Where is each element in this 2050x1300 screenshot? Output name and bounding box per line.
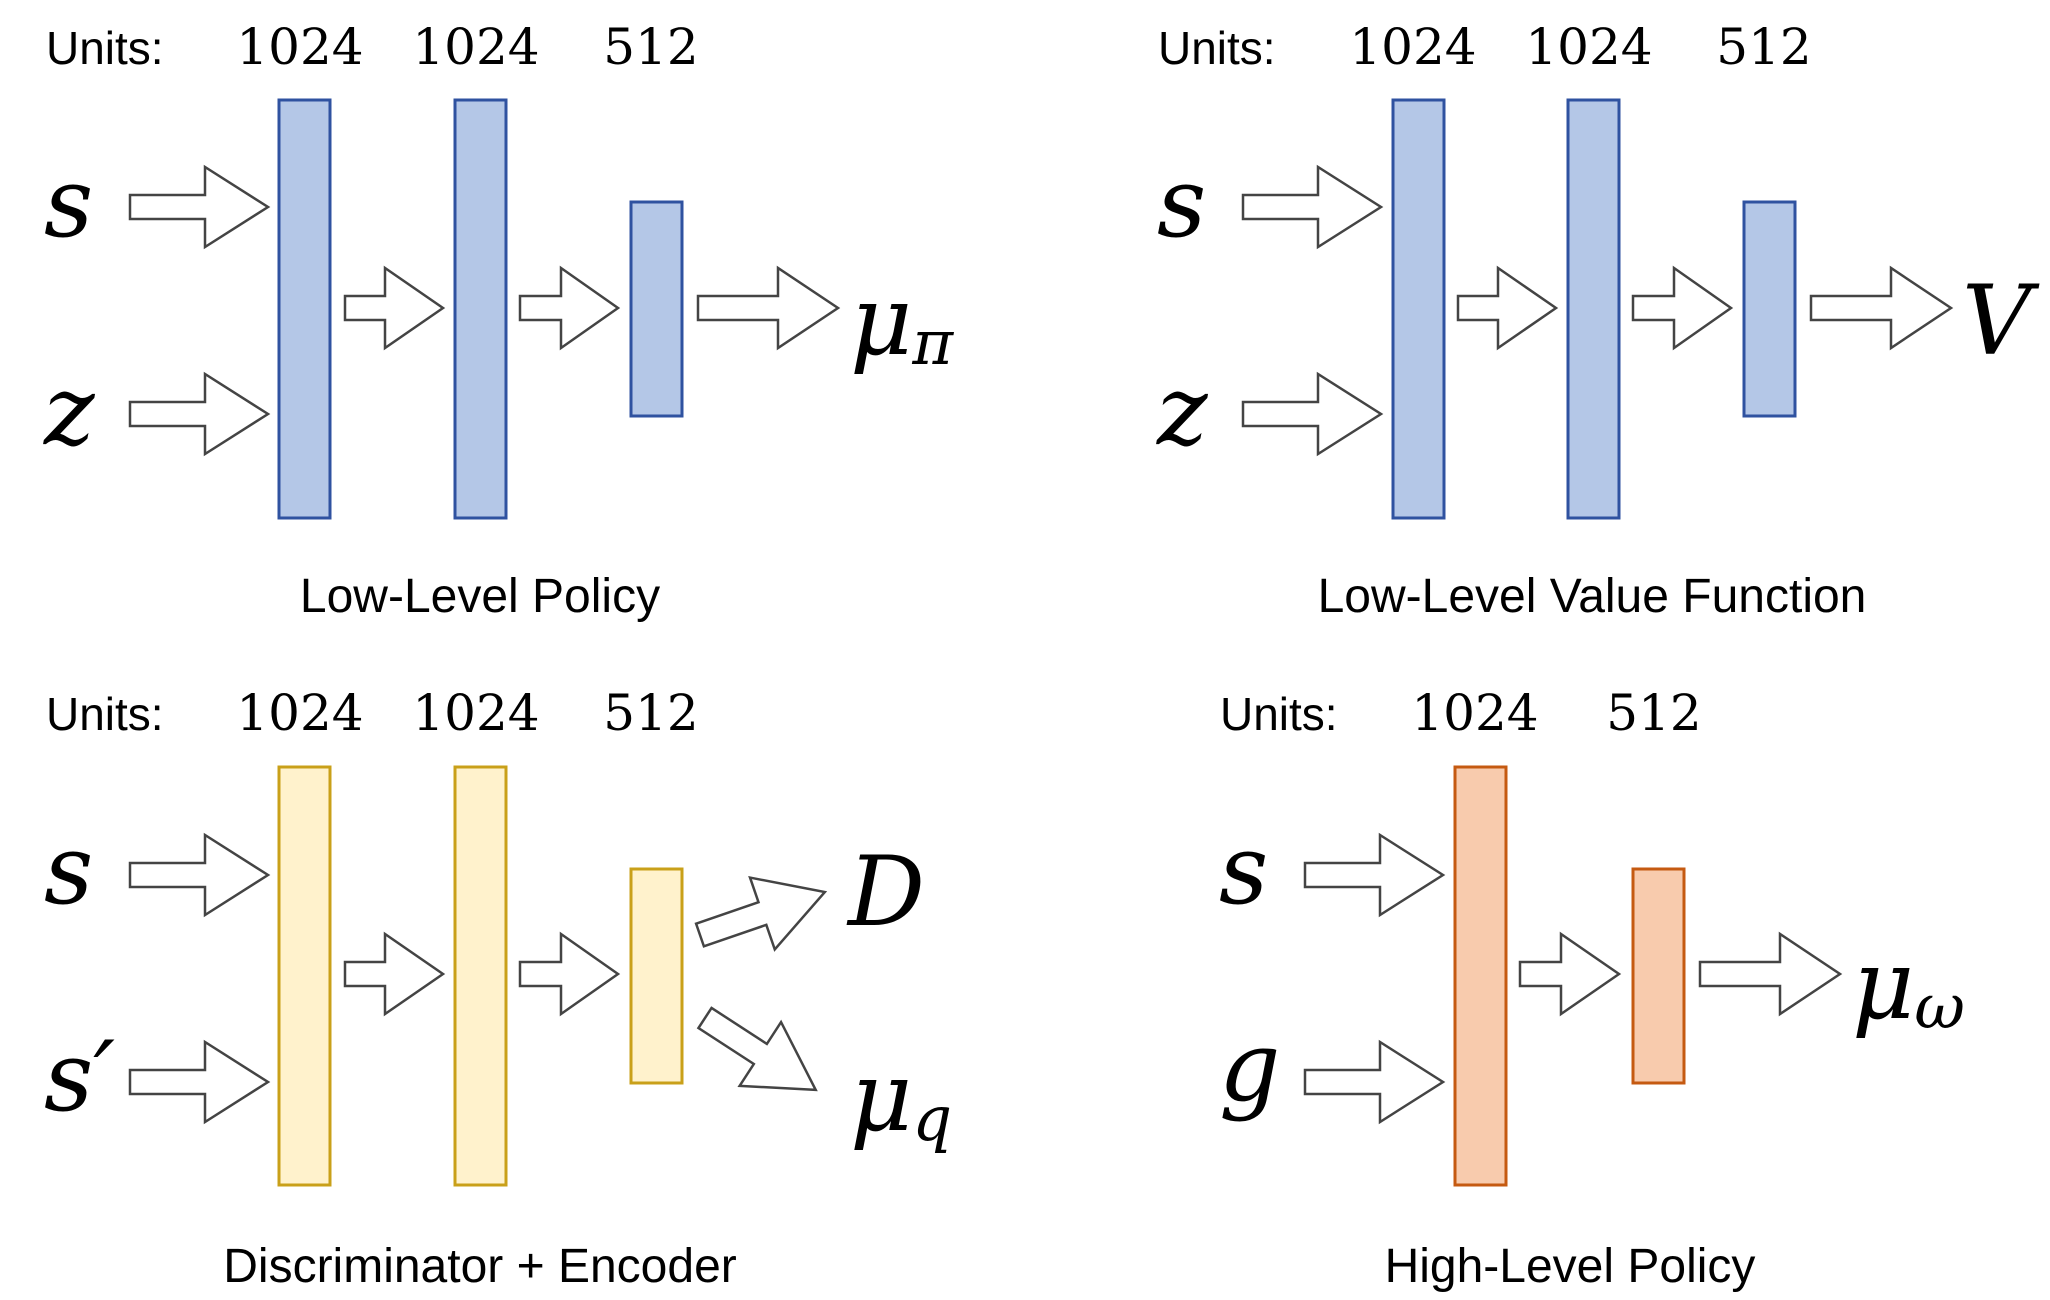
layer-2-block — [453, 765, 508, 1187]
output-d: D — [846, 836, 925, 948]
units-label: Units: — [46, 22, 164, 74]
output-arrow-mu-q — [696, 1006, 818, 1092]
panel-high-level-policy: Units: 1024 512 s g μω High-Level Policy — [1219, 684, 1965, 1293]
input-s: s — [44, 147, 93, 259]
layer-1-units: 1024 — [236, 18, 363, 76]
panel-caption: Low-Level Value Function — [1318, 570, 1867, 623]
panel-low-level-value-function: Units: 1024 1024 512 s z V Low-Level Val… — [1156, 18, 2040, 623]
layer-3-units: 512 — [603, 18, 698, 76]
output-arrow-d — [694, 875, 828, 952]
layer-1-units: 1024 — [1349, 18, 1476, 76]
layer-2-units: 1024 — [1525, 18, 1652, 76]
input-arrow-g — [1303, 1039, 1446, 1125]
input-arrow-s — [128, 164, 271, 250]
input-z: z — [43, 355, 96, 467]
hidden-arrow-1 — [1456, 265, 1559, 351]
input-arrow-s — [128, 832, 271, 918]
input-s-prime: s′ — [44, 1021, 115, 1133]
hidden-arrow-1 — [343, 265, 446, 351]
input-s: s — [1219, 814, 1268, 926]
input-arrow-s — [1303, 832, 1446, 918]
panel-discriminator-encoder: Units: 1024 1024 512 s s′ D μq Discrimin… — [44, 684, 952, 1293]
input-arrow-z — [1241, 371, 1384, 457]
layer-2-units: 1024 — [412, 18, 539, 76]
input-s: s — [1157, 147, 1206, 259]
output-mu-omega: μω — [1852, 929, 1965, 1043]
input-arrow-s-prime — [128, 1039, 271, 1125]
input-g: g — [1219, 1011, 1280, 1123]
input-z: z — [1156, 355, 1209, 467]
hidden-arrow-1 — [1518, 931, 1622, 1017]
layer-1-block — [277, 98, 332, 520]
input-arrow-z — [128, 371, 271, 457]
units-label: Units: — [1158, 22, 1276, 74]
layer-1-block — [1453, 765, 1508, 1187]
layer-3-block — [629, 867, 684, 1085]
layer-2-block — [453, 98, 508, 520]
layer-2-block — [1566, 98, 1621, 520]
hidden-arrow-2 — [1631, 265, 1734, 351]
input-arrow-s — [1241, 164, 1384, 250]
layer-1-block — [1391, 98, 1446, 520]
layer-2-units: 512 — [1606, 684, 1701, 742]
layer-3-block — [1742, 200, 1797, 418]
units-label: Units: — [1220, 688, 1338, 740]
output-arrow — [1698, 931, 1843, 1017]
layer-2-units: 1024 — [412, 684, 539, 742]
panel-caption: Discriminator + Encoder — [223, 1240, 737, 1293]
layer-1-block — [277, 765, 332, 1187]
units-label: Units: — [46, 688, 164, 740]
layer-2-block — [1631, 867, 1686, 1085]
hidden-arrow-2 — [518, 931, 621, 1017]
input-s: s — [44, 814, 93, 926]
layer-1-units: 1024 — [236, 684, 363, 742]
output-arrow — [1809, 265, 1954, 351]
panel-low-level-policy: Units: 1024 1024 512 s z μπ Low-Level Po… — [43, 18, 954, 623]
hidden-arrow-1 — [343, 931, 446, 1017]
panel-caption: High-Level Policy — [1385, 1240, 1756, 1293]
output-arrow — [696, 265, 841, 351]
hidden-arrow-2 — [518, 265, 621, 351]
layer-1-units: 1024 — [1411, 684, 1538, 742]
layer-3-units: 512 — [1716, 18, 1811, 76]
layer-3-block — [629, 200, 684, 418]
output-mu-q: μq — [850, 1041, 952, 1155]
layer-3-units: 512 — [603, 684, 698, 742]
panel-caption: Low-Level Policy — [300, 570, 660, 623]
output-v: V — [1962, 265, 2040, 377]
output-mu-pi: μπ — [850, 265, 954, 379]
